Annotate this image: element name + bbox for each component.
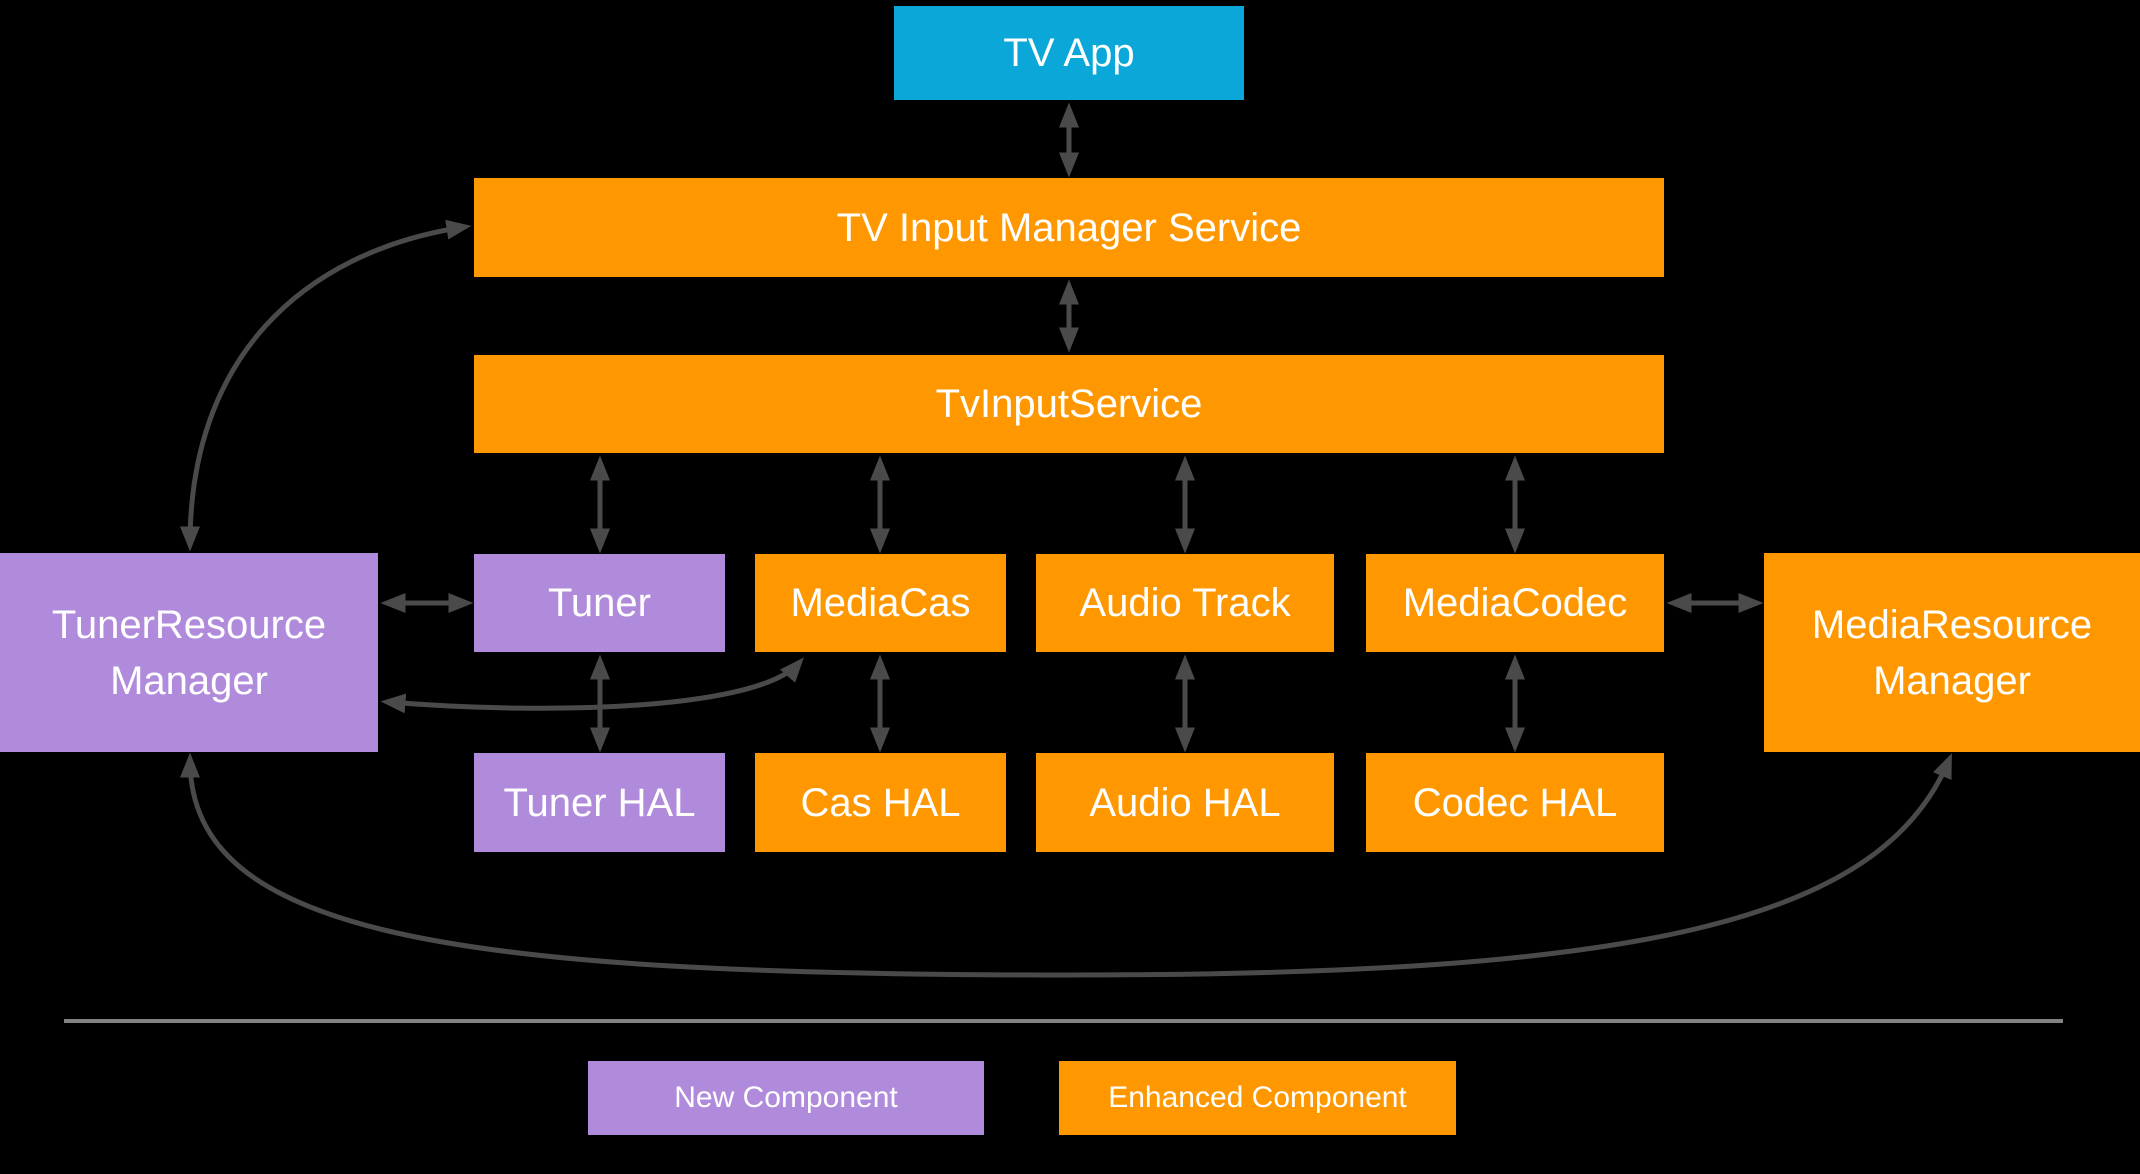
legend-enhanced-component: Enhanced Component — [1059, 1061, 1456, 1135]
node-codec-hal: Codec HAL — [1366, 753, 1664, 852]
node-tv-app-label: TV App — [1003, 31, 1135, 75]
arrow-trm-mrm-curve — [180, 752, 1952, 978]
node-tv-input-service: TvInputService — [474, 355, 1664, 453]
node-tv-app: TV App — [894, 6, 1244, 100]
node-cas-hal-label: Cas HAL — [800, 780, 961, 825]
node-tuner-hal-label: Tuner HAL — [503, 780, 696, 825]
node-tv-input-manager-service-label: TV Input Manager Service — [836, 205, 1302, 250]
node-audio-track-label: Audio Track — [1079, 581, 1291, 625]
arrow-trm-tims-curve — [180, 219, 472, 552]
node-tuner-hal: Tuner HAL — [474, 753, 725, 852]
node-audio-hal: Audio HAL — [1036, 753, 1334, 852]
node-media-resource-manager: MediaResource Manager — [1764, 553, 2140, 752]
node-tv-input-manager-service: TV Input Manager Service — [474, 178, 1664, 277]
node-media-cas-label: MediaCas — [790, 581, 971, 625]
node-media-codec-label: MediaCodec — [1402, 581, 1628, 625]
arrow-trm-mediacas-curve — [380, 657, 804, 714]
node-audio-hal-label: Audio HAL — [1089, 780, 1281, 825]
node-media-codec: MediaCodec — [1366, 554, 1664, 652]
node-media-resource-manager-label: MediaResource Manager — [1811, 602, 2093, 703]
legend-new-component-label: New Component — [674, 1081, 898, 1114]
node-tuner-label: Tuner — [547, 581, 651, 625]
legend-divider-line — [64, 1019, 2063, 1023]
node-audio-track: Audio Track — [1036, 554, 1334, 652]
node-cas-hal: Cas HAL — [755, 753, 1006, 852]
node-media-cas: MediaCas — [755, 554, 1006, 652]
node-codec-hal-label: Codec HAL — [1412, 780, 1618, 825]
node-tuner: Tuner — [474, 554, 725, 652]
legend-enhanced-component-label: Enhanced Component — [1108, 1081, 1407, 1114]
legend-new-component: New Component — [588, 1061, 984, 1135]
node-tv-input-service-label: TvInputService — [935, 382, 1203, 426]
node-tuner-resource-manager-label: TunerResource Manager — [51, 602, 327, 703]
node-tuner-resource-manager: TunerResource Manager — [0, 553, 378, 752]
